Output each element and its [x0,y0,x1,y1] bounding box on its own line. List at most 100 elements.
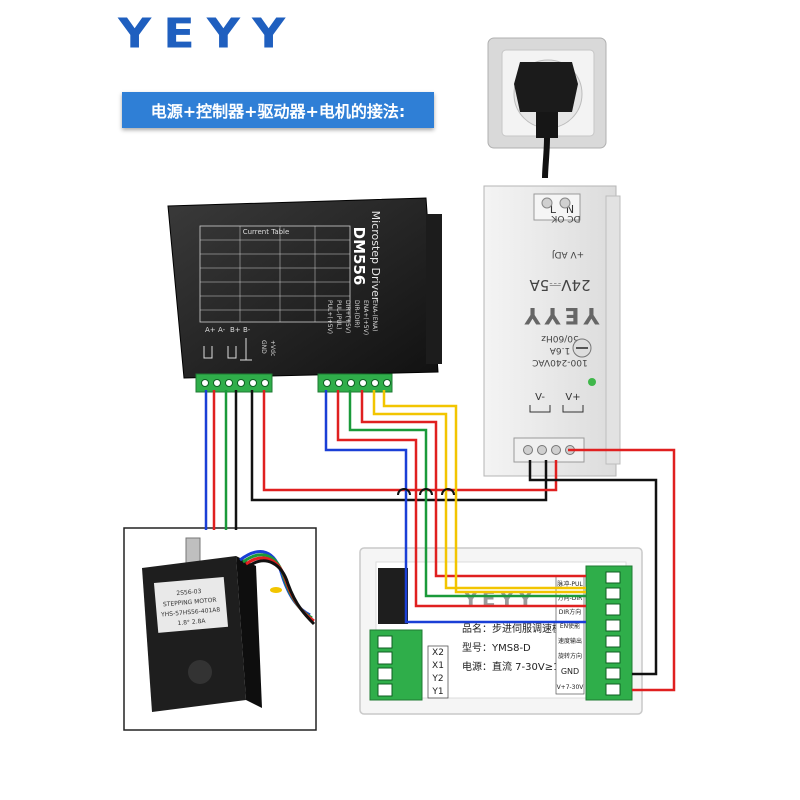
controller-terminal-clamp [605,619,621,632]
psu-dc-ok-label: DC OK [550,213,580,223]
driver-terminal-screw [225,379,233,387]
wire-pul-alt [382,390,586,594]
driver-terminal-screw [201,379,209,387]
wiring-title-banner: 电源+控制器+驱动器+电机的接法: [122,92,434,128]
driver-motor-label-b-minus: B- [243,326,251,334]
driver-signal-label: PUL+(+5V) [326,300,333,334]
psu-adj-label: +V ADJ [552,249,584,259]
driver-power-label: +Vdc [269,340,276,356]
psu-rating: 24V⎓5A [529,276,591,294]
driver-power-label: GND [260,340,267,354]
driver-subtitle: Microstep Driver [369,211,382,302]
driver-terminal-screw [261,379,269,387]
driver-terminal-screw [335,379,343,387]
power-plug [514,62,578,179]
driver-model-label: DM556 [350,227,368,286]
controller-power-line: 电源：直流 7-30V≥1A [462,660,566,673]
controller-brand-logo: YEYY [462,587,536,611]
stepper-motor: 2S56-03 STEPPING MOTOR YHS-57HS56-401A8 … [142,537,316,712]
controller-terminal-clamp [377,683,393,697]
driver-terminal-screw [371,379,379,387]
motor-lead-wire [248,559,316,626]
driver-terminal-screw [323,379,331,387]
power-supply: L N 100-240VAC 1.6A 50/60Hz YEYY 24V⎓5A … [483,185,621,477]
controller-terminal-clamp [377,667,393,681]
driver-terminal-screw [213,379,221,387]
controller-io-label: EN使能 [560,622,580,630]
controller-terminal-label: Y1 [431,687,443,697]
psu-brand-logo: YEYY [521,302,601,327]
wire-crossover-loops [397,488,455,496]
wire-dir [348,390,586,598]
driver-terminal-screw [359,379,367,387]
controller-io-label: DIR方向 [559,608,582,616]
wire-pul [372,390,586,590]
speed-controller: X2 X1 Y2 Y1 YEYY 品名：步进伺服调速模块 型号：YMS8-D 电… [359,547,643,715]
driver-motor-label-a-plus: A+ [205,326,216,334]
wire-controller-gnd [528,460,658,676]
motor-label-line: 1.8° 2.8A [177,618,206,628]
controller-io-label: 脉冲-PUL [557,580,583,588]
psu-input-spec-2: 1.6A [549,345,570,355]
controller-name-line: 品名：步进伺服调速模块 [462,622,572,635]
driver-motor-terminal-block [195,373,273,393]
controller-io-label: 旋转方向 [558,652,582,660]
controller-io-label: GND [561,667,579,676]
controller-terminal-label: X2 [432,648,444,658]
motor-label-sticker [153,576,229,633]
stepper-driver: Microstep Driver DM556 Current Table A+ … [167,197,442,393]
psu-input-spec-1: 100-240VAC [532,357,587,367]
psu-input-spec-3: 50/60Hz [541,333,579,343]
controller-terminal-label: X1 [432,661,444,671]
controller-terminal-clamp [605,571,621,584]
psu-output-screw [537,445,547,455]
motor-label-line: STEPPING MOTOR [163,597,217,609]
controller-terminal-clamp [605,667,621,680]
wire-driver-vdc [262,390,558,492]
controller-terminal-clamp [605,587,621,600]
brand-logo: YEYY [118,8,298,58]
controller-io-label: V+7-30V [557,684,585,691]
psu-ac-screw [541,197,553,209]
driver-signal-label: ENA-(ENA) [371,300,378,331]
psu-output-screw [523,445,533,455]
driver-signal-label: DIR-(DIR) [353,300,360,328]
controller-io-label: 速度输出 [558,637,582,645]
wire-controller-vplus [568,448,676,692]
psu-dc-ok-led [588,378,596,386]
wire-pul-plus [360,390,586,578]
controller-terminal-clamp [605,603,621,616]
psu-ac-n-label: N [566,203,574,216]
controller-terminal-clamp [605,683,621,696]
motor-label-line: 2S56-03 [176,588,202,597]
driver-signal-label: ENA+(+5V) [362,300,369,335]
driver-motor-label-a-minus: A- [218,326,226,334]
controller-terminal-clamp [605,651,621,664]
driver-terminal-screw [347,379,355,387]
wire-ena [324,390,586,624]
driver-signal-label: DIR+(+5V) [344,300,351,333]
wall-socket [487,37,607,179]
controller-terminal-label: Y2 [431,674,443,684]
controller-model-line: 型号：YMS8-D [462,641,531,654]
controller-pcb-window [378,568,408,624]
controller-terminal-clamp [605,635,621,648]
controller-terminal-clamp [377,635,393,649]
wiring [204,390,676,692]
stepper-motor-panel: 2S56-03 STEPPING MOTOR YHS-57HS56-401A8 … [123,527,317,731]
controller-io-label: 方向-DIR [558,594,583,602]
psu-output-screw [551,445,561,455]
wire-dir-plus [336,390,586,608]
driver-table-header: Current Table [243,228,290,236]
psu-ac-l-label: L [550,203,557,216]
driver-terminal-screw [237,379,245,387]
driver-label-table [199,225,351,323]
controller-terminal-clamp [377,651,393,665]
psu-v-minus-label: V- [535,392,545,403]
driver-signal-label: PUL-(PUL) [335,300,342,329]
controller-right-terminal-block [585,565,633,701]
psu-v-plus-label: V+ [565,392,580,403]
driver-terminal-screw [383,379,391,387]
psu-ac-screw [559,197,571,209]
